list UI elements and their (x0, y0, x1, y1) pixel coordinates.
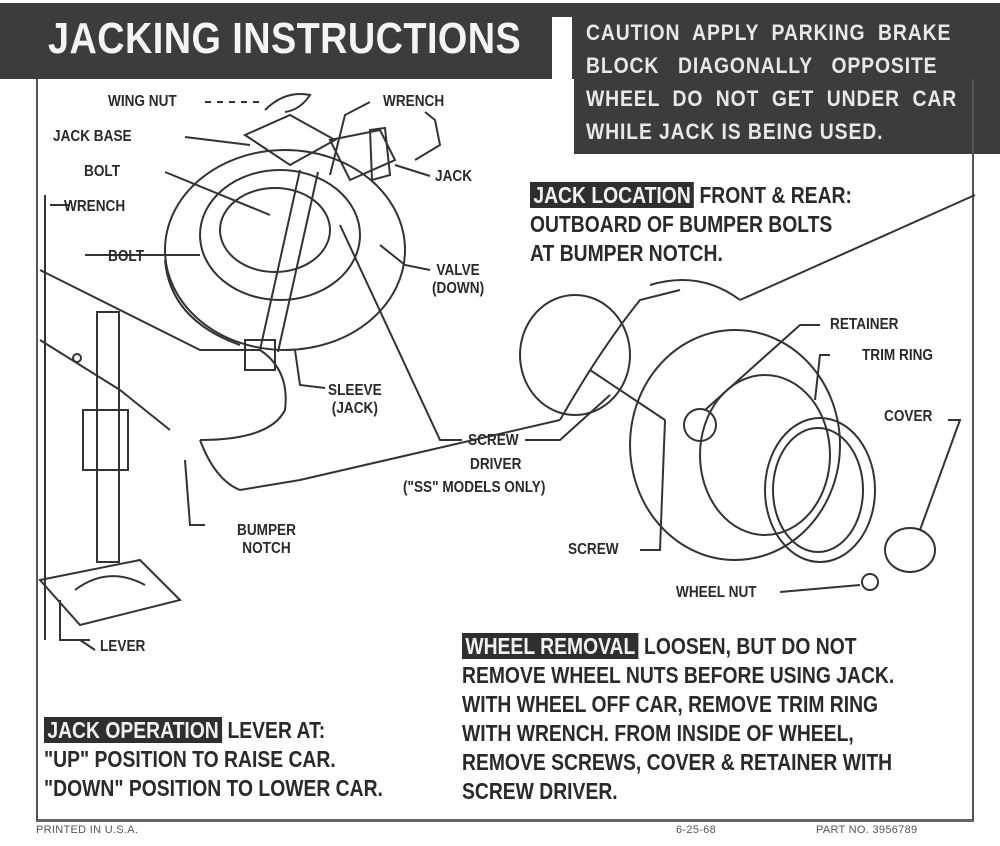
label-retainer: RETAINER (830, 316, 899, 333)
bumper-drawing (39, 194, 976, 492)
caution-line: WHEEL DO NOT GET UNDER CAR (586, 86, 958, 111)
label-bumper-line: BUMPER (237, 522, 296, 539)
label-lever: LEVER (100, 638, 146, 655)
footer-part-number: PART NO. 3956789 (816, 824, 918, 836)
caution-line: CAUTION APPLY PARKING BRAKE (586, 20, 952, 45)
label-screw-driver-2: DRIVER (470, 456, 522, 473)
band-divider (552, 17, 572, 79)
label-jack-base: JACK BASE (53, 128, 132, 145)
label-screw-driver-1: SCREW (468, 432, 519, 449)
label-notch-line: NOTCH (242, 540, 291, 557)
caution-text: CAUTION APPLY PARKING BRAKE BLOCK DIAGON… (586, 16, 957, 148)
tag-jack-location: JACK LOCATION (530, 182, 695, 208)
footer-date: 6-25-68 (676, 824, 717, 836)
label-wrench-left: WRENCH (64, 198, 126, 215)
tag-wheel-removal: WHEEL REMOVAL (462, 633, 639, 659)
label-valve-line: VALVE (436, 262, 480, 279)
jack-base-drawing (242, 93, 397, 371)
label-trim-ring: TRIM RING (862, 347, 934, 364)
wheel-removal-line: REMOVE SCREWS, COVER & RETAINER WITH (462, 749, 893, 775)
label-jack: JACK (435, 168, 473, 185)
wheel-removal-line: REMOVE WHEEL NUTS BEFORE USING JACK. (462, 662, 895, 688)
wheel-drawing (519, 294, 936, 591)
jack-location-line: FRONT & REAR: (699, 182, 852, 208)
label-sleeve-line: SLEEVE (328, 382, 382, 399)
caution-box (574, 14, 1000, 154)
tag-jack-operation: JACK OPERATION (44, 717, 223, 743)
page-title: JACKING INSTRUCTIONS (48, 14, 522, 63)
leader-lines (50, 101, 611, 441)
label-bolt-left: BOLT (108, 248, 145, 265)
caution-line: BLOCK DIAGONALLY OPPOSITE (586, 53, 938, 78)
label-wing-nut: WING NUT (108, 93, 177, 110)
label-valve-sub: (DOWN) (432, 280, 485, 297)
section-wheel-removal: WHEEL REMOVAL LOOSEN, BUT DO NOT REMOVE … (462, 632, 894, 806)
label-sleeve: SLEEVE (JACK) (328, 382, 382, 418)
label-sleeve-sub: (JACK) (331, 400, 378, 417)
wheel-removal-line: WITH WRENCH. FROM INSIDE OF WHEEL, (462, 720, 854, 746)
jack-location-line: OUTBOARD OF BUMPER BOLTS (530, 211, 833, 237)
label-valve: VALVE (DOWN) (432, 262, 484, 298)
caution-line: WHILE JACK IS BEING USED. (586, 119, 884, 144)
label-screw: SCREW (568, 541, 619, 558)
label-cover: COVER (884, 408, 933, 425)
label-wrench-top: WRENCH (383, 93, 445, 110)
label-frame (36, 79, 974, 822)
label-bumper-notch: BUMPER NOTCH (237, 522, 296, 558)
wheel-removal-line: WITH WHEEL OFF CAR, REMOVE TRIM RING (462, 691, 879, 717)
jack-operation-line: "UP" POSITION TO RAISE CAR. (44, 746, 336, 772)
wheel-removal-line: LOOSEN, BUT DO NOT (644, 633, 857, 659)
section-jack-location: JACK LOCATION FRONT & REAR: OUTBOARD OF … (530, 181, 852, 268)
wheel-removal-line: SCREW DRIVER. (462, 778, 618, 804)
jack-location-line: AT BUMPER NOTCH. (530, 240, 723, 266)
jack-operation-line: LEVER AT: (227, 717, 326, 743)
label-screw-driver-3: ("SS" MODELS ONLY) (403, 479, 546, 496)
jack-post-drawing (38, 195, 182, 641)
right-leader-lines (79, 324, 962, 651)
label-bolt-top: BOLT (84, 163, 121, 180)
section-jack-operation: JACK OPERATION LEVER AT: "UP" POSITION T… (44, 716, 383, 803)
footer-printed: PRINTED IN U.S.A. (36, 824, 139, 836)
jack-operation-line: "DOWN" POSITION TO LOWER CAR. (44, 775, 383, 801)
spare-tire-drawing (164, 149, 406, 351)
label-wheel-nut: WHEEL NUT (676, 584, 757, 601)
